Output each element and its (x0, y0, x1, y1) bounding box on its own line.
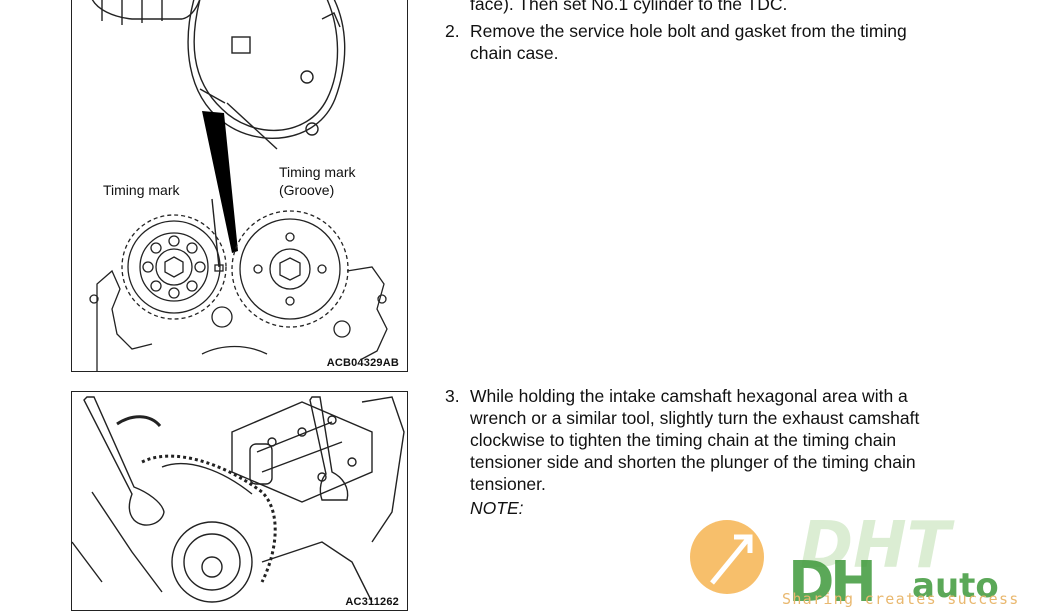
watermark-word: auto (912, 566, 999, 606)
callout-timing-mark-right-2: (Groove) (279, 182, 335, 198)
figure-camshaft-wrench: AC311262 (71, 391, 408, 611)
figure-code-2: AC311262 (345, 596, 399, 608)
timing-marks-illustration (89, 0, 388, 371)
step-fragment: face). Then set No.1 cylinder to the TDC… (470, 0, 787, 15)
figure-code-1: ACB04329AB (326, 357, 399, 369)
callout-timing-mark-left: Timing mark (103, 182, 180, 198)
camshaft-wrench-illustration (72, 396, 405, 603)
step-2-text: Remove the service hole bolt and gasket … (470, 21, 907, 63)
watermark-tagline: Sharing creates success (782, 590, 1020, 608)
watermark-letters: DHT (800, 509, 955, 583)
step-3-number: 3. (445, 386, 460, 406)
step-2-number: 2. (445, 21, 460, 41)
svg-text:H: H (830, 550, 877, 609)
svg-text:D: D (788, 550, 834, 609)
figure-timing-marks: Timing mark Timing mark (Groove) ACB0432… (71, 0, 408, 372)
step-fragment-text: face). Then set No.1 cylinder to the TDC… (470, 0, 788, 14)
callout-timing-mark-right-1: Timing mark (279, 164, 356, 180)
step-3-text: While holding the intake camshaft hexago… (470, 386, 920, 494)
dht-auto-watermark-logo: DHT D H auto (690, 509, 999, 609)
note-label: NOTE: (470, 498, 524, 518)
